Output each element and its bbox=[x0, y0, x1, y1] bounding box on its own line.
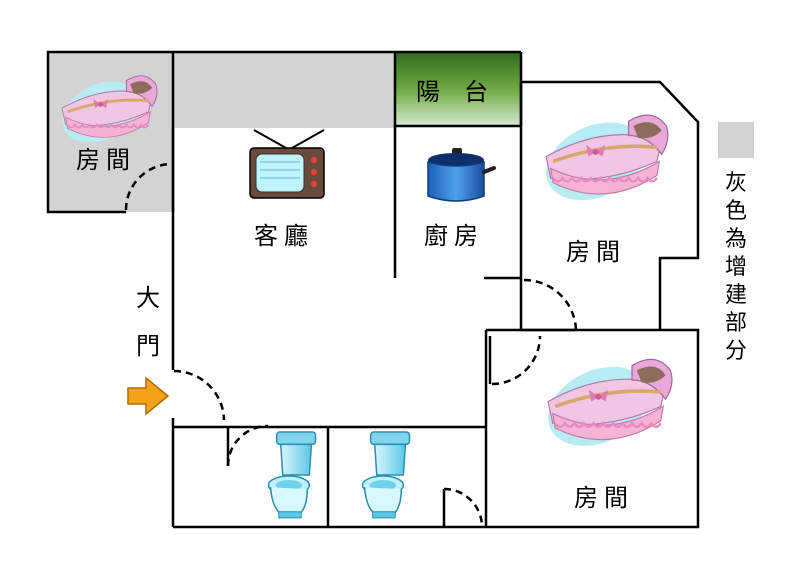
door-swings bbox=[124, 162, 578, 528]
crib-icon-bottom-right bbox=[536, 349, 674, 464]
legend-char: 為 bbox=[725, 227, 747, 252]
extension-area-top bbox=[173, 52, 395, 128]
main-door-label-2: 門 bbox=[136, 332, 166, 360]
toilet-icon-left bbox=[267, 431, 317, 519]
room-label-bottom-right: 房間 bbox=[574, 484, 634, 512]
tv-icon bbox=[249, 129, 325, 199]
legend-char: 色 bbox=[725, 199, 747, 224]
legend-char: 灰 bbox=[725, 171, 747, 196]
crib-icon-right bbox=[534, 105, 670, 218]
pot-icon bbox=[427, 148, 496, 202]
entry-arrow-icon bbox=[127, 376, 170, 416]
legend-char: 分 bbox=[725, 339, 747, 364]
room-label-top-left: 房間 bbox=[76, 146, 136, 174]
legend-char: 部 bbox=[725, 311, 747, 336]
legend-char: 增 bbox=[725, 255, 747, 280]
balcony-area bbox=[395, 52, 521, 126]
legend-char: 建 bbox=[725, 283, 747, 308]
living-room-label: 客廳 bbox=[254, 222, 314, 250]
main-door-label-1: 大 bbox=[136, 284, 166, 312]
walls bbox=[46, 50, 700, 529]
toilet-icon-right bbox=[361, 431, 411, 519]
balcony-label: 陽台 bbox=[416, 78, 512, 106]
legend-swatch bbox=[718, 122, 754, 158]
kitchen-label: 廚房 bbox=[424, 222, 484, 250]
room-label-right: 房間 bbox=[566, 238, 626, 266]
